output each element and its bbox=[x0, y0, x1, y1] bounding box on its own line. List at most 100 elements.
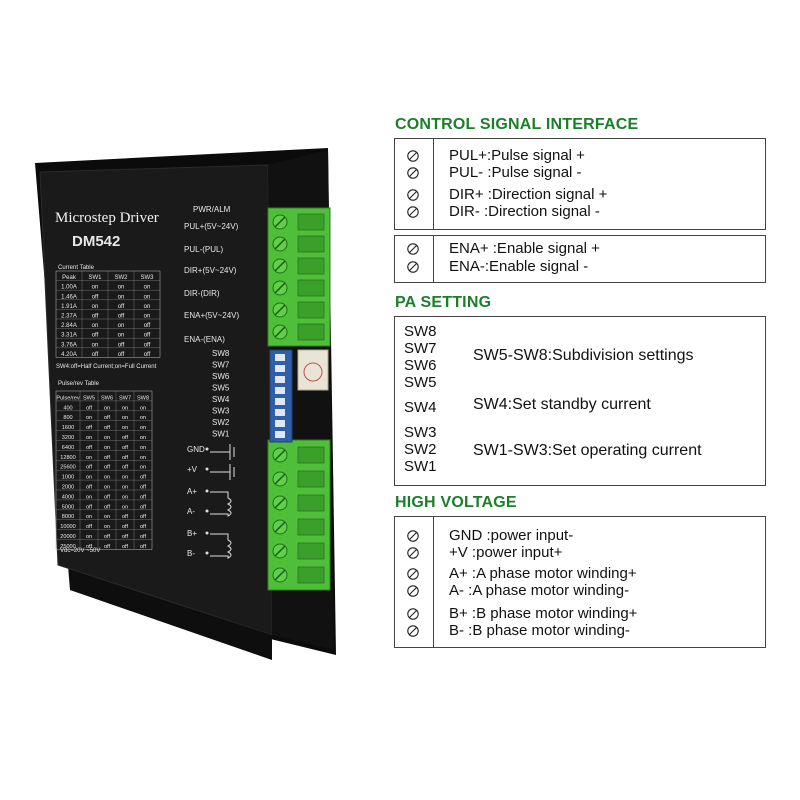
terminal-screw-slot bbox=[274, 449, 286, 461]
table-cell: 20000 bbox=[60, 534, 76, 540]
table-cell: off bbox=[118, 314, 125, 320]
screw-slot-icon bbox=[407, 206, 419, 218]
pa-section-title: PA SETTING bbox=[395, 294, 492, 311]
screw-slot-icon bbox=[407, 243, 419, 255]
table-cell: on bbox=[104, 405, 110, 411]
power-label: +V bbox=[187, 465, 198, 474]
warranty-sticker bbox=[297, 349, 329, 391]
table-cell: on bbox=[86, 514, 92, 520]
table-cell: on bbox=[104, 485, 110, 491]
pa-group2-switches: SW4 bbox=[404, 399, 437, 416]
table-cell: off bbox=[86, 485, 93, 491]
terminal-slot bbox=[297, 470, 325, 488]
table-cell: 10000 bbox=[60, 524, 76, 530]
terminal-slot bbox=[297, 279, 325, 297]
signal-text: ENA-:Enable signal - bbox=[449, 258, 589, 275]
terminal-slot bbox=[297, 518, 325, 536]
table-cell: off bbox=[144, 333, 151, 339]
table-cell: off bbox=[140, 475, 147, 481]
device-brand-line: Microstep Driver bbox=[55, 210, 159, 226]
table-cell: off bbox=[92, 352, 99, 358]
table-cell: on bbox=[86, 415, 92, 421]
pa-group3-desc: SW1-SW3:Set operating current bbox=[473, 442, 702, 459]
table-cell: off bbox=[104, 465, 111, 471]
table-cell: off bbox=[122, 524, 129, 530]
signal-row: ENA+ :Enable signal + bbox=[395, 240, 765, 258]
table-cell: 1.46A bbox=[61, 294, 77, 300]
pin-label: DIR+(5V~24V) bbox=[184, 266, 237, 275]
control-section-title: CONTROL SIGNAL INTERFACE bbox=[395, 116, 639, 133]
power-label: B- bbox=[187, 549, 195, 558]
terminal-slot bbox=[297, 235, 325, 253]
power-label: GND bbox=[187, 445, 205, 454]
table-cell: off bbox=[86, 504, 93, 510]
table-cell: off bbox=[86, 524, 93, 530]
terminal-slot bbox=[297, 446, 325, 464]
table-cell: 2000 bbox=[62, 485, 74, 491]
device-pin-labels: PUL+(5V~24V)PUL-(PUL)DIR+(5V~24V)DIR-(DI… bbox=[184, 222, 239, 344]
table-cell: 3.76A bbox=[61, 342, 77, 348]
table-cell: on bbox=[122, 415, 128, 421]
sw1-label: SW1 bbox=[404, 458, 437, 475]
table-cell: off bbox=[122, 534, 129, 540]
screw-slot-icon bbox=[407, 608, 419, 620]
table-cell: off bbox=[118, 342, 125, 348]
screw-slot-icon bbox=[407, 167, 419, 179]
signal-text: B- :B phase motor winding- bbox=[449, 622, 630, 639]
table-cell: off bbox=[86, 425, 93, 431]
dip-lever bbox=[275, 409, 285, 416]
sticker-seal bbox=[303, 362, 323, 382]
table-cell: on bbox=[92, 323, 99, 329]
table-cell: on bbox=[140, 425, 146, 431]
pin-label: PUL+(5V~24V) bbox=[184, 222, 239, 231]
table-cell: off bbox=[140, 544, 147, 550]
terminal-dot bbox=[205, 467, 209, 471]
signal-row: B- :B phase motor winding- bbox=[395, 622, 765, 640]
terminal-screw-slot bbox=[274, 282, 286, 294]
table-cell: off bbox=[104, 415, 111, 421]
signal-row: A- :A phase motor winding- bbox=[395, 582, 765, 600]
hv-box: GND :power input-+V :power input+A+ :A p… bbox=[394, 516, 766, 648]
table-cell: 6400 bbox=[62, 445, 74, 451]
dip-switch-levers bbox=[275, 354, 285, 438]
table-cell: off bbox=[104, 494, 111, 500]
terminal-screw-slot bbox=[274, 497, 286, 509]
table-cell: on bbox=[104, 514, 110, 520]
sw7-label: SW7 bbox=[404, 340, 437, 357]
table-cell: off bbox=[140, 504, 147, 510]
table-header-cell: SW8 bbox=[137, 395, 149, 401]
dip-lever bbox=[275, 398, 285, 405]
table-cell: 1.91A bbox=[61, 304, 77, 310]
table-cell: off bbox=[140, 494, 147, 500]
screw-slot-icon bbox=[407, 547, 419, 559]
table-cell: off bbox=[122, 445, 129, 451]
table-header-cell: Pulse/rev bbox=[56, 395, 80, 401]
table-cell: off bbox=[144, 323, 151, 329]
signal-row: DIR- :Direction signal - bbox=[395, 203, 765, 221]
table-cell: off bbox=[122, 544, 129, 550]
table-cell: on bbox=[92, 342, 99, 348]
power-label: B+ bbox=[187, 529, 197, 538]
control-terminal-block bbox=[267, 207, 331, 347]
screw-slot-icon bbox=[407, 150, 419, 162]
terminal-screw-slot bbox=[274, 260, 286, 272]
table-cell: off bbox=[140, 534, 147, 540]
table-cell: off bbox=[122, 435, 129, 441]
table-cell: on bbox=[86, 494, 92, 500]
table-cell: 3200 bbox=[62, 435, 74, 441]
terminal-slot bbox=[297, 323, 325, 341]
signal-text: DIR- :Direction signal - bbox=[449, 203, 600, 220]
screw-slot-icon bbox=[407, 261, 419, 273]
sw6-label: SW6 bbox=[404, 357, 437, 374]
table-cell: 1600 bbox=[62, 425, 74, 431]
table-cell: off bbox=[86, 465, 93, 471]
icon-column bbox=[395, 236, 434, 282]
table-header-cell: SW7 bbox=[119, 395, 131, 401]
signal-row: GND :power input- bbox=[395, 527, 765, 545]
table-cell: on bbox=[104, 445, 110, 451]
dip-lever bbox=[275, 420, 285, 427]
table-cell: 2.37A bbox=[61, 314, 77, 320]
terminal-dot bbox=[205, 531, 209, 535]
control-box-2: ENA+ :Enable signal +ENA-:Enable signal … bbox=[394, 235, 766, 283]
